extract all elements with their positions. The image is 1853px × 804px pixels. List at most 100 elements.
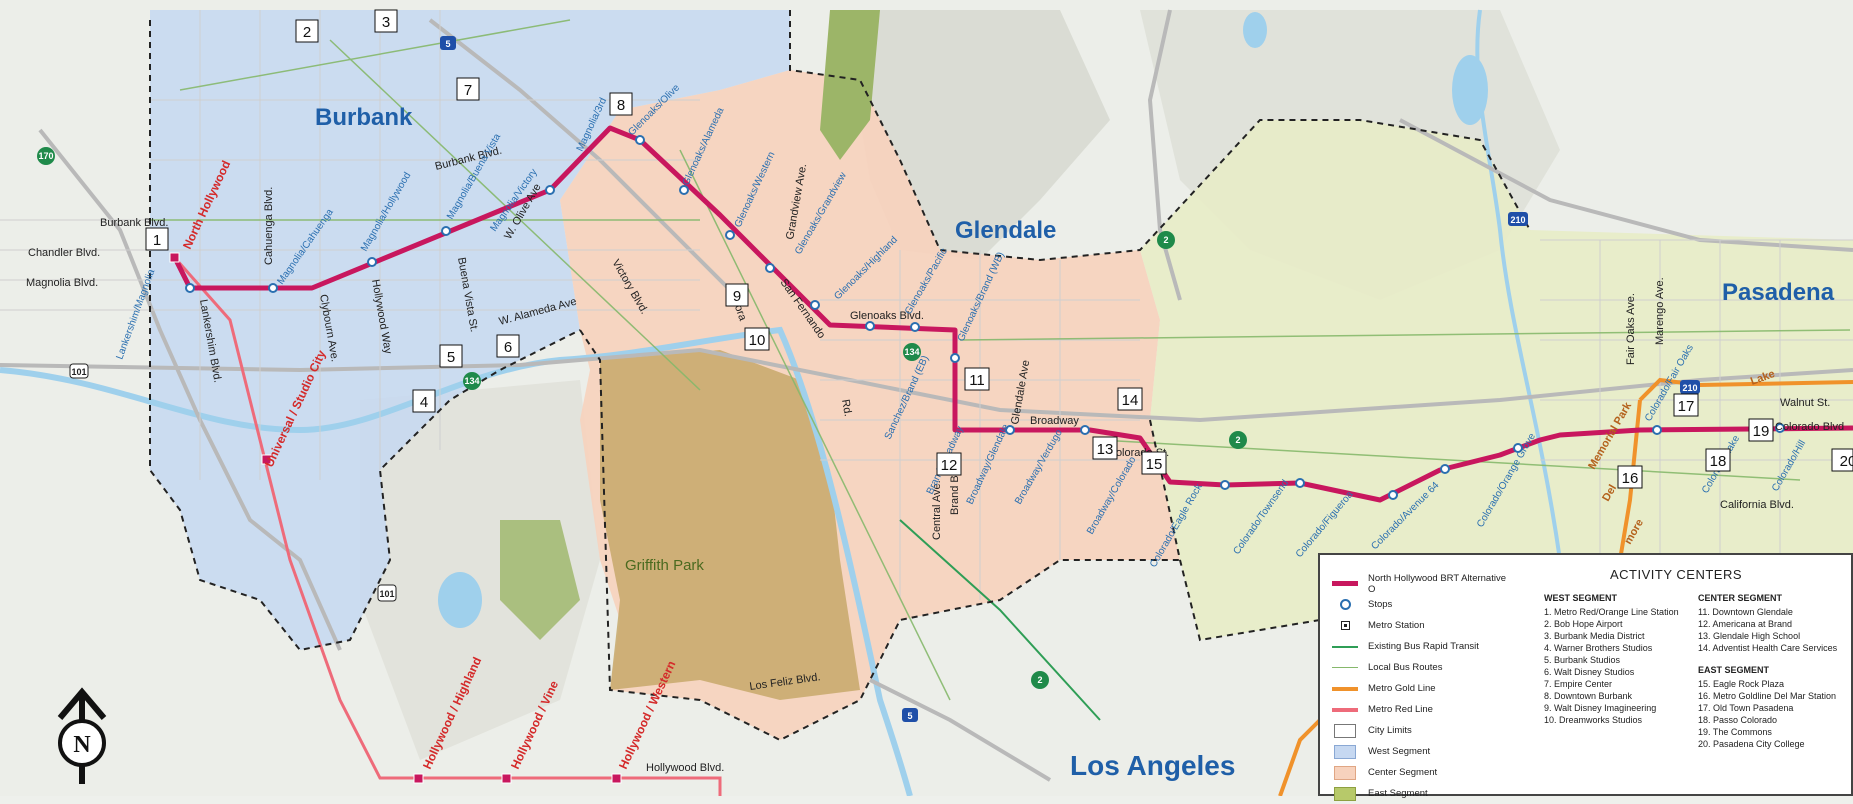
stop-marker[interactable]	[1513, 443, 1523, 453]
marker-2[interactable]: 2	[295, 19, 319, 43]
activity-center-markers: 1 2 3 4 5 6 7 8 9 10 11 12 13 14 15 16 1…	[145, 9, 1853, 489]
legend-key-brt: Existing Bus Rapid Transit	[1332, 636, 1512, 657]
shield-134b: 134	[903, 343, 921, 361]
reservoir	[1452, 55, 1488, 125]
metro-station-marker[interactable]	[413, 773, 424, 784]
svg-text:Burbank Blvd.: Burbank Blvd.	[100, 217, 168, 229]
city-label-burbank: Burbank	[315, 104, 413, 131]
shield-5b: 5	[902, 708, 918, 722]
stop-marker[interactable]	[441, 226, 451, 236]
metro-gold-line-east	[1278, 718, 1322, 796]
city-label-los-angeles: Los Angeles	[1070, 750, 1235, 781]
marker-9[interactable]: 9	[725, 283, 749, 307]
marker-10[interactable]: 10	[744, 327, 770, 351]
svg-text:13: 13	[1097, 441, 1114, 458]
marker-15[interactable]: 15	[1141, 451, 1167, 475]
svg-text:10: 10	[749, 332, 766, 349]
marker-3[interactable]: 3	[374, 9, 398, 33]
svg-text:12: 12	[941, 457, 958, 474]
svg-text:Glenoaks Blvd.: Glenoaks Blvd.	[850, 310, 924, 322]
marker-11[interactable]: 11	[964, 367, 990, 391]
stop-marker[interactable]	[1005, 425, 1015, 435]
svg-text:5: 5	[447, 349, 455, 366]
svg-text:8: 8	[617, 97, 625, 114]
svg-text:16: 16	[1622, 470, 1639, 487]
svg-text:1: 1	[153, 232, 161, 249]
svg-text:Fair Oaks Ave.: Fair Oaks Ave.	[1625, 293, 1637, 365]
marker-7[interactable]: 7	[456, 77, 480, 101]
svg-text:20: 20	[1840, 453, 1853, 470]
marker-17[interactable]: 17	[1673, 393, 1699, 417]
stop-marker[interactable]	[1440, 464, 1450, 474]
svg-text:18: 18	[1710, 453, 1727, 470]
stop-marker[interactable]	[1652, 425, 1662, 435]
stop-marker[interactable]	[367, 257, 377, 267]
stop-marker[interactable]	[765, 263, 775, 273]
la-river	[0, 326, 913, 796]
stop-marker[interactable]	[1775, 423, 1785, 433]
svg-text:2: 2	[1037, 675, 1042, 685]
metro-red-line	[173, 257, 722, 796]
existing-brt-line	[899, 519, 1101, 721]
stop-marker[interactable]	[1080, 425, 1090, 435]
west-segment-heading: WEST SEGMENT	[1544, 593, 1618, 603]
metro-station-marker[interactable]	[501, 773, 512, 784]
marker-19[interactable]: 19	[1748, 418, 1774, 442]
legend-key-local: Local Bus Routes	[1332, 657, 1512, 678]
marker-8[interactable]: 8	[609, 92, 633, 116]
stop-marker[interactable]	[810, 300, 820, 310]
marker-18[interactable]: 18	[1705, 448, 1731, 472]
reservoir	[438, 572, 482, 628]
stop-marker[interactable]	[545, 185, 555, 195]
marker-1[interactable]: 1	[145, 227, 169, 251]
svg-text:19: 19	[1753, 423, 1770, 440]
svg-text:California Blvd.: California Blvd.	[1720, 499, 1794, 511]
city-limits	[149, 10, 1531, 742]
marker-14[interactable]: 14	[1117, 387, 1143, 411]
shield-210a: 210	[1508, 212, 1528, 226]
stop-marker[interactable]	[1295, 478, 1305, 488]
marker-6[interactable]: 6	[496, 334, 520, 358]
svg-text:2: 2	[1163, 235, 1168, 245]
marker-5[interactable]: 5	[439, 344, 463, 368]
marker-4[interactable]: 4	[412, 389, 436, 413]
stop-marker[interactable]	[635, 135, 645, 145]
svg-text:101: 101	[379, 589, 394, 599]
stop-marker[interactable]	[679, 185, 689, 195]
stop-marker[interactable]	[950, 353, 960, 363]
svg-text:Chandler Blvd.: Chandler Blvd.	[28, 247, 100, 259]
svg-text:4: 4	[420, 394, 428, 411]
svg-text:2: 2	[303, 24, 311, 41]
metro-station-marker[interactable]	[611, 773, 622, 784]
metro-station-marker[interactable]	[261, 454, 272, 465]
stop-marker[interactable]	[865, 321, 875, 331]
marker-12[interactable]: 12	[936, 452, 962, 476]
marker-16[interactable]: 16	[1617, 465, 1643, 489]
marker-13[interactable]: 13	[1092, 436, 1118, 460]
stop-marker[interactable]	[268, 283, 278, 293]
legend-key-city-limits: City Limits	[1332, 720, 1512, 741]
svg-text:Marengo Ave.: Marengo Ave.	[1654, 277, 1666, 345]
stop-icon	[1339, 599, 1351, 610]
legend-key-list: North Hollywood BRT Alternative O Stops …	[1332, 573, 1512, 804]
shield-134: 134	[463, 372, 481, 390]
stop-marker[interactable]	[185, 283, 195, 293]
legend: ACTIVITY CENTERS North Hollywood BRT Alt…	[1318, 553, 1853, 801]
green-area	[500, 520, 580, 640]
svg-text:Central Ave.: Central Ave.	[931, 480, 943, 540]
metro-station-marker[interactable]	[169, 252, 180, 263]
legend-key-red: Metro Red Line	[1332, 699, 1512, 720]
legend-title: ACTIVITY CENTERS	[1610, 567, 1743, 582]
svg-text:9: 9	[733, 288, 741, 305]
stop-marker[interactable]	[1220, 480, 1230, 490]
stop-marker[interactable]	[725, 230, 735, 240]
shield-101: 101	[69, 363, 89, 379]
svg-text:6: 6	[504, 339, 512, 356]
stop-marker[interactable]	[910, 322, 920, 332]
marker-20[interactable]: 20	[1831, 448, 1853, 472]
stop-marker[interactable]	[1388, 490, 1398, 500]
local-bus-routes	[150, 19, 1851, 701]
shield-2c: 2	[1229, 431, 1247, 449]
